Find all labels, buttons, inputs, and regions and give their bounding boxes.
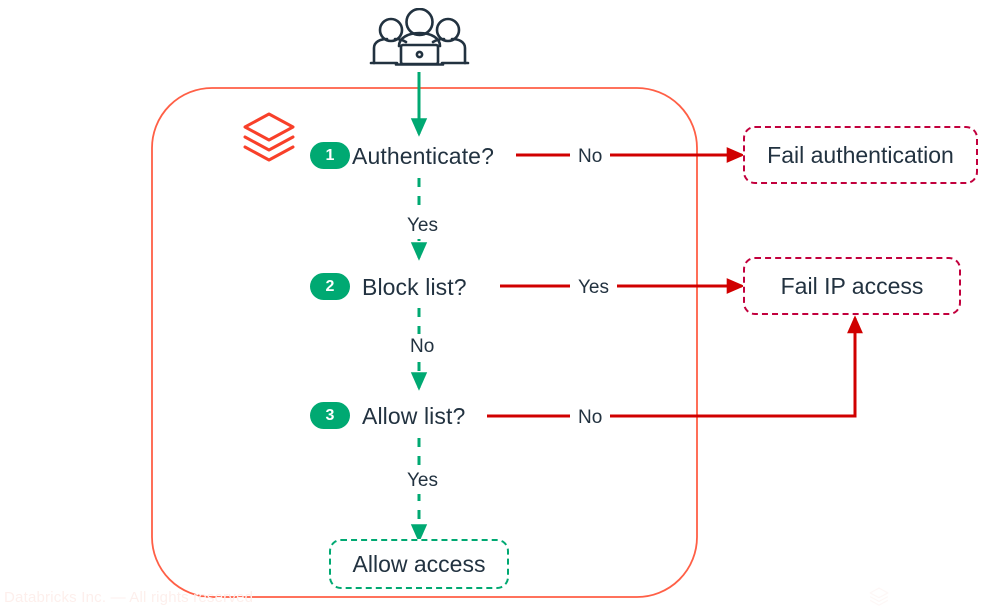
terminal-fail-authentication: Fail authentication [743, 126, 978, 184]
users-laptop-icon [366, 7, 473, 70]
workspace-boundary-rect [151, 87, 698, 598]
terminal-allow-access-label: Allow access [352, 550, 486, 577]
edge-label-fail-ip-no: No [570, 405, 611, 431]
decision-authenticate: Authenticate? [352, 143, 494, 169]
edge-label-step1-yes: Yes [399, 213, 446, 239]
edge-label-fail-auth-no: No [570, 144, 611, 170]
decision-block-list: Block list? [362, 274, 467, 300]
terminal-fail-ip-access: Fail IP access [743, 257, 961, 315]
edge-label-fail-ip-yes: Yes [570, 275, 617, 301]
decision-allow-list: Allow list? [362, 403, 466, 429]
edge-label-step2-no: No [402, 334, 443, 360]
step-badge-3: 3 [310, 402, 350, 429]
databricks-stack-icon [240, 111, 298, 165]
step-badge-1: 1 [310, 142, 350, 169]
terminal-allow-access: Allow access [329, 539, 509, 589]
edge-step3-to-fail-ip [487, 315, 863, 418]
terminal-fail-authentication-label: Fail authentication [767, 141, 954, 168]
step-badge-2: 2 [310, 273, 350, 300]
terminal-fail-ip-access-label: Fail IP access [780, 272, 924, 299]
databricks-logo-watermark [868, 587, 890, 607]
edge-label-step3-yes: Yes [399, 468, 446, 494]
copyright-watermark: Databricks Inc. — All rights reserved [4, 589, 254, 606]
